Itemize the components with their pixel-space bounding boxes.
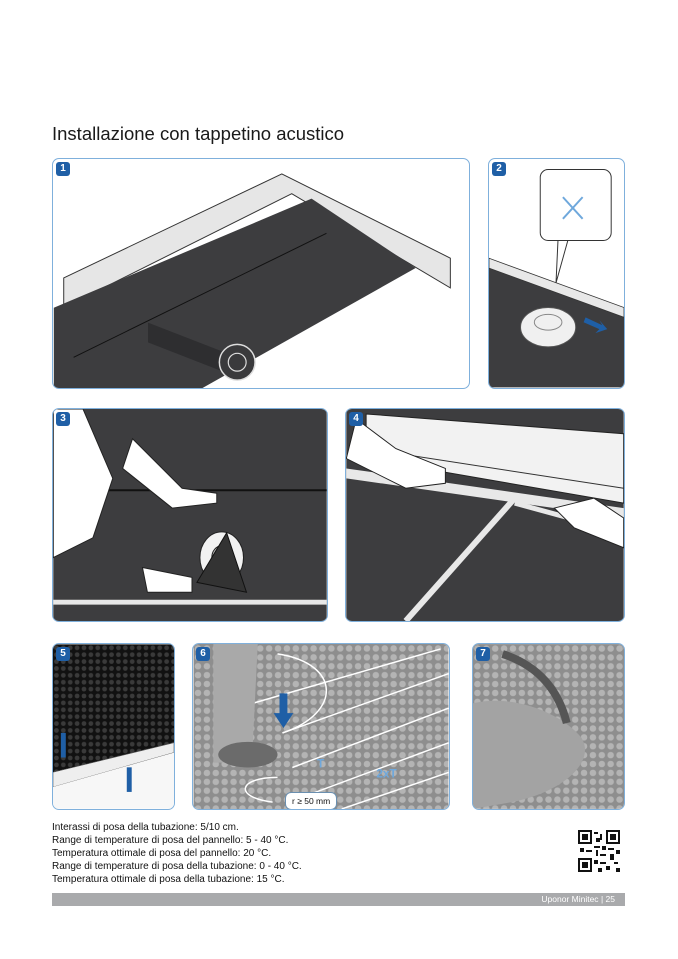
step-badge: 3: [56, 412, 70, 426]
installation-notes: Interassi di posa della tubazione: 5/10 …: [52, 821, 302, 886]
bend-radius-callout: r ≥ 50 mm: [285, 792, 338, 809]
step-badge: 2: [492, 162, 506, 176]
step-3-panel: 3: [52, 408, 328, 622]
step-badge: 7: [476, 647, 490, 661]
step-badge: 4: [349, 412, 363, 426]
note-line: Interassi di posa della tubazione: 5/10 …: [52, 822, 239, 833]
screed-pouring-illustration: [473, 644, 624, 809]
footer-brand: Uponor Minitec: [541, 894, 599, 904]
page-number: 25: [605, 894, 615, 904]
tape-application-illustration: [489, 169, 624, 388]
edge-strip-illustration: [346, 409, 624, 621]
note-line: Temperatura ottimale di posa della tubaz…: [52, 874, 285, 885]
step-6-panel: 6 T 2xT r ≥ 50 mm: [192, 643, 450, 810]
tape-seams-illustration: [53, 409, 327, 621]
step-badge: 5: [56, 647, 70, 661]
step-2-panel: 2: [488, 158, 625, 389]
pipe-laying-illustration: T 2xT: [193, 644, 449, 809]
step-7-panel: 7: [472, 643, 625, 810]
note-line: Range di temperature di posa della tubaz…: [52, 861, 302, 872]
step-4-panel: 4: [345, 408, 625, 622]
spacing-t-label: T: [317, 757, 325, 771]
roll-out-mat-illustration: [53, 173, 451, 388]
page-title: Installazione con tappetino acustico: [52, 123, 345, 144]
spacing-2t-label: 2xT: [376, 766, 397, 780]
qr-code[interactable]: [578, 830, 620, 872]
step-badge: 1: [56, 162, 70, 176]
footer-bar: Uponor Minitec | 25: [52, 893, 625, 906]
step-1-panel: 1: [52, 158, 470, 389]
panel-foil-illustration: [53, 644, 174, 809]
note-line: Temperatura ottimale di posa del pannell…: [52, 848, 272, 859]
step-5-panel: 5: [52, 643, 175, 810]
note-line: Range di temperature di posa del pannell…: [52, 835, 289, 846]
footer-text: Uponor Minitec | 25: [541, 894, 615, 904]
step-badge: 6: [196, 647, 210, 661]
footer-separator: |: [600, 894, 604, 904]
